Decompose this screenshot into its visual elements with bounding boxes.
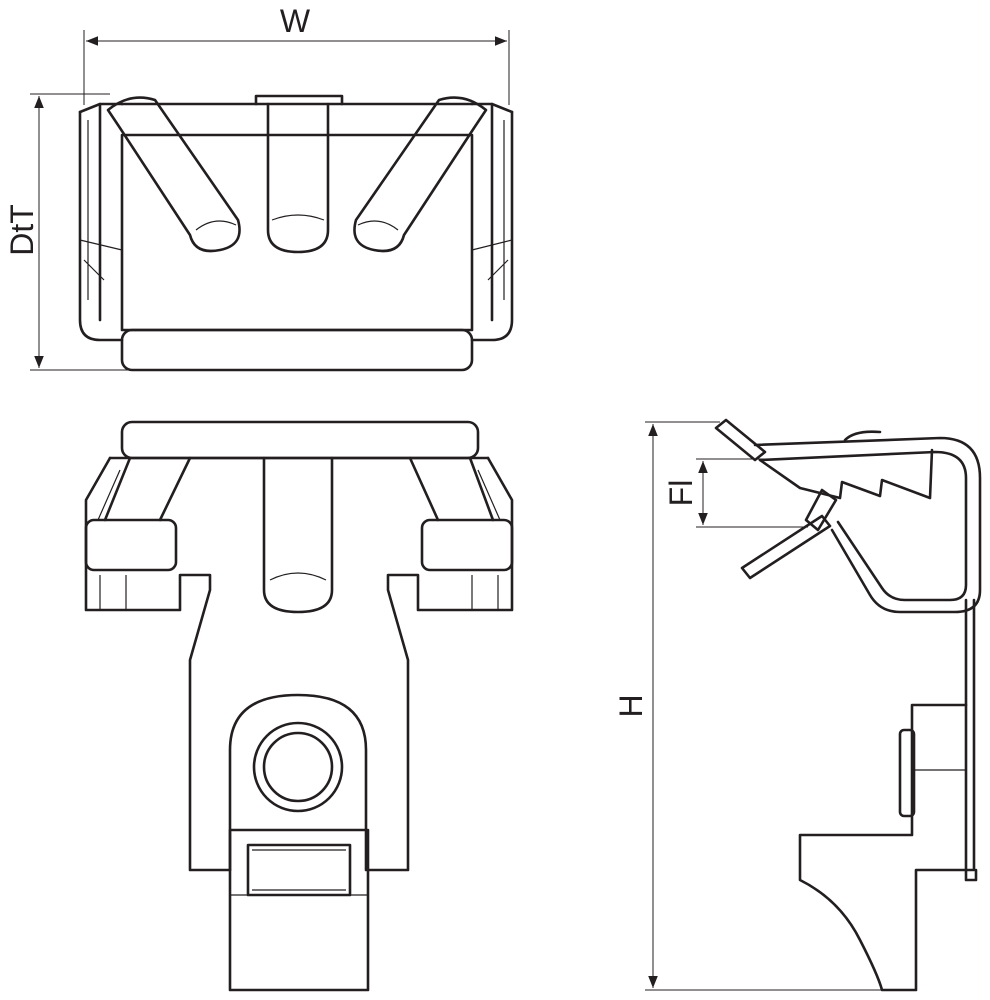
side-view bbox=[645, 418, 982, 992]
flange-label: Fl bbox=[663, 480, 699, 507]
top-view bbox=[84, 420, 514, 992]
height-label: H bbox=[613, 694, 649, 717]
front-view bbox=[30, 30, 514, 372]
width-label: W bbox=[280, 3, 311, 39]
depth-label: DtT bbox=[4, 204, 40, 256]
